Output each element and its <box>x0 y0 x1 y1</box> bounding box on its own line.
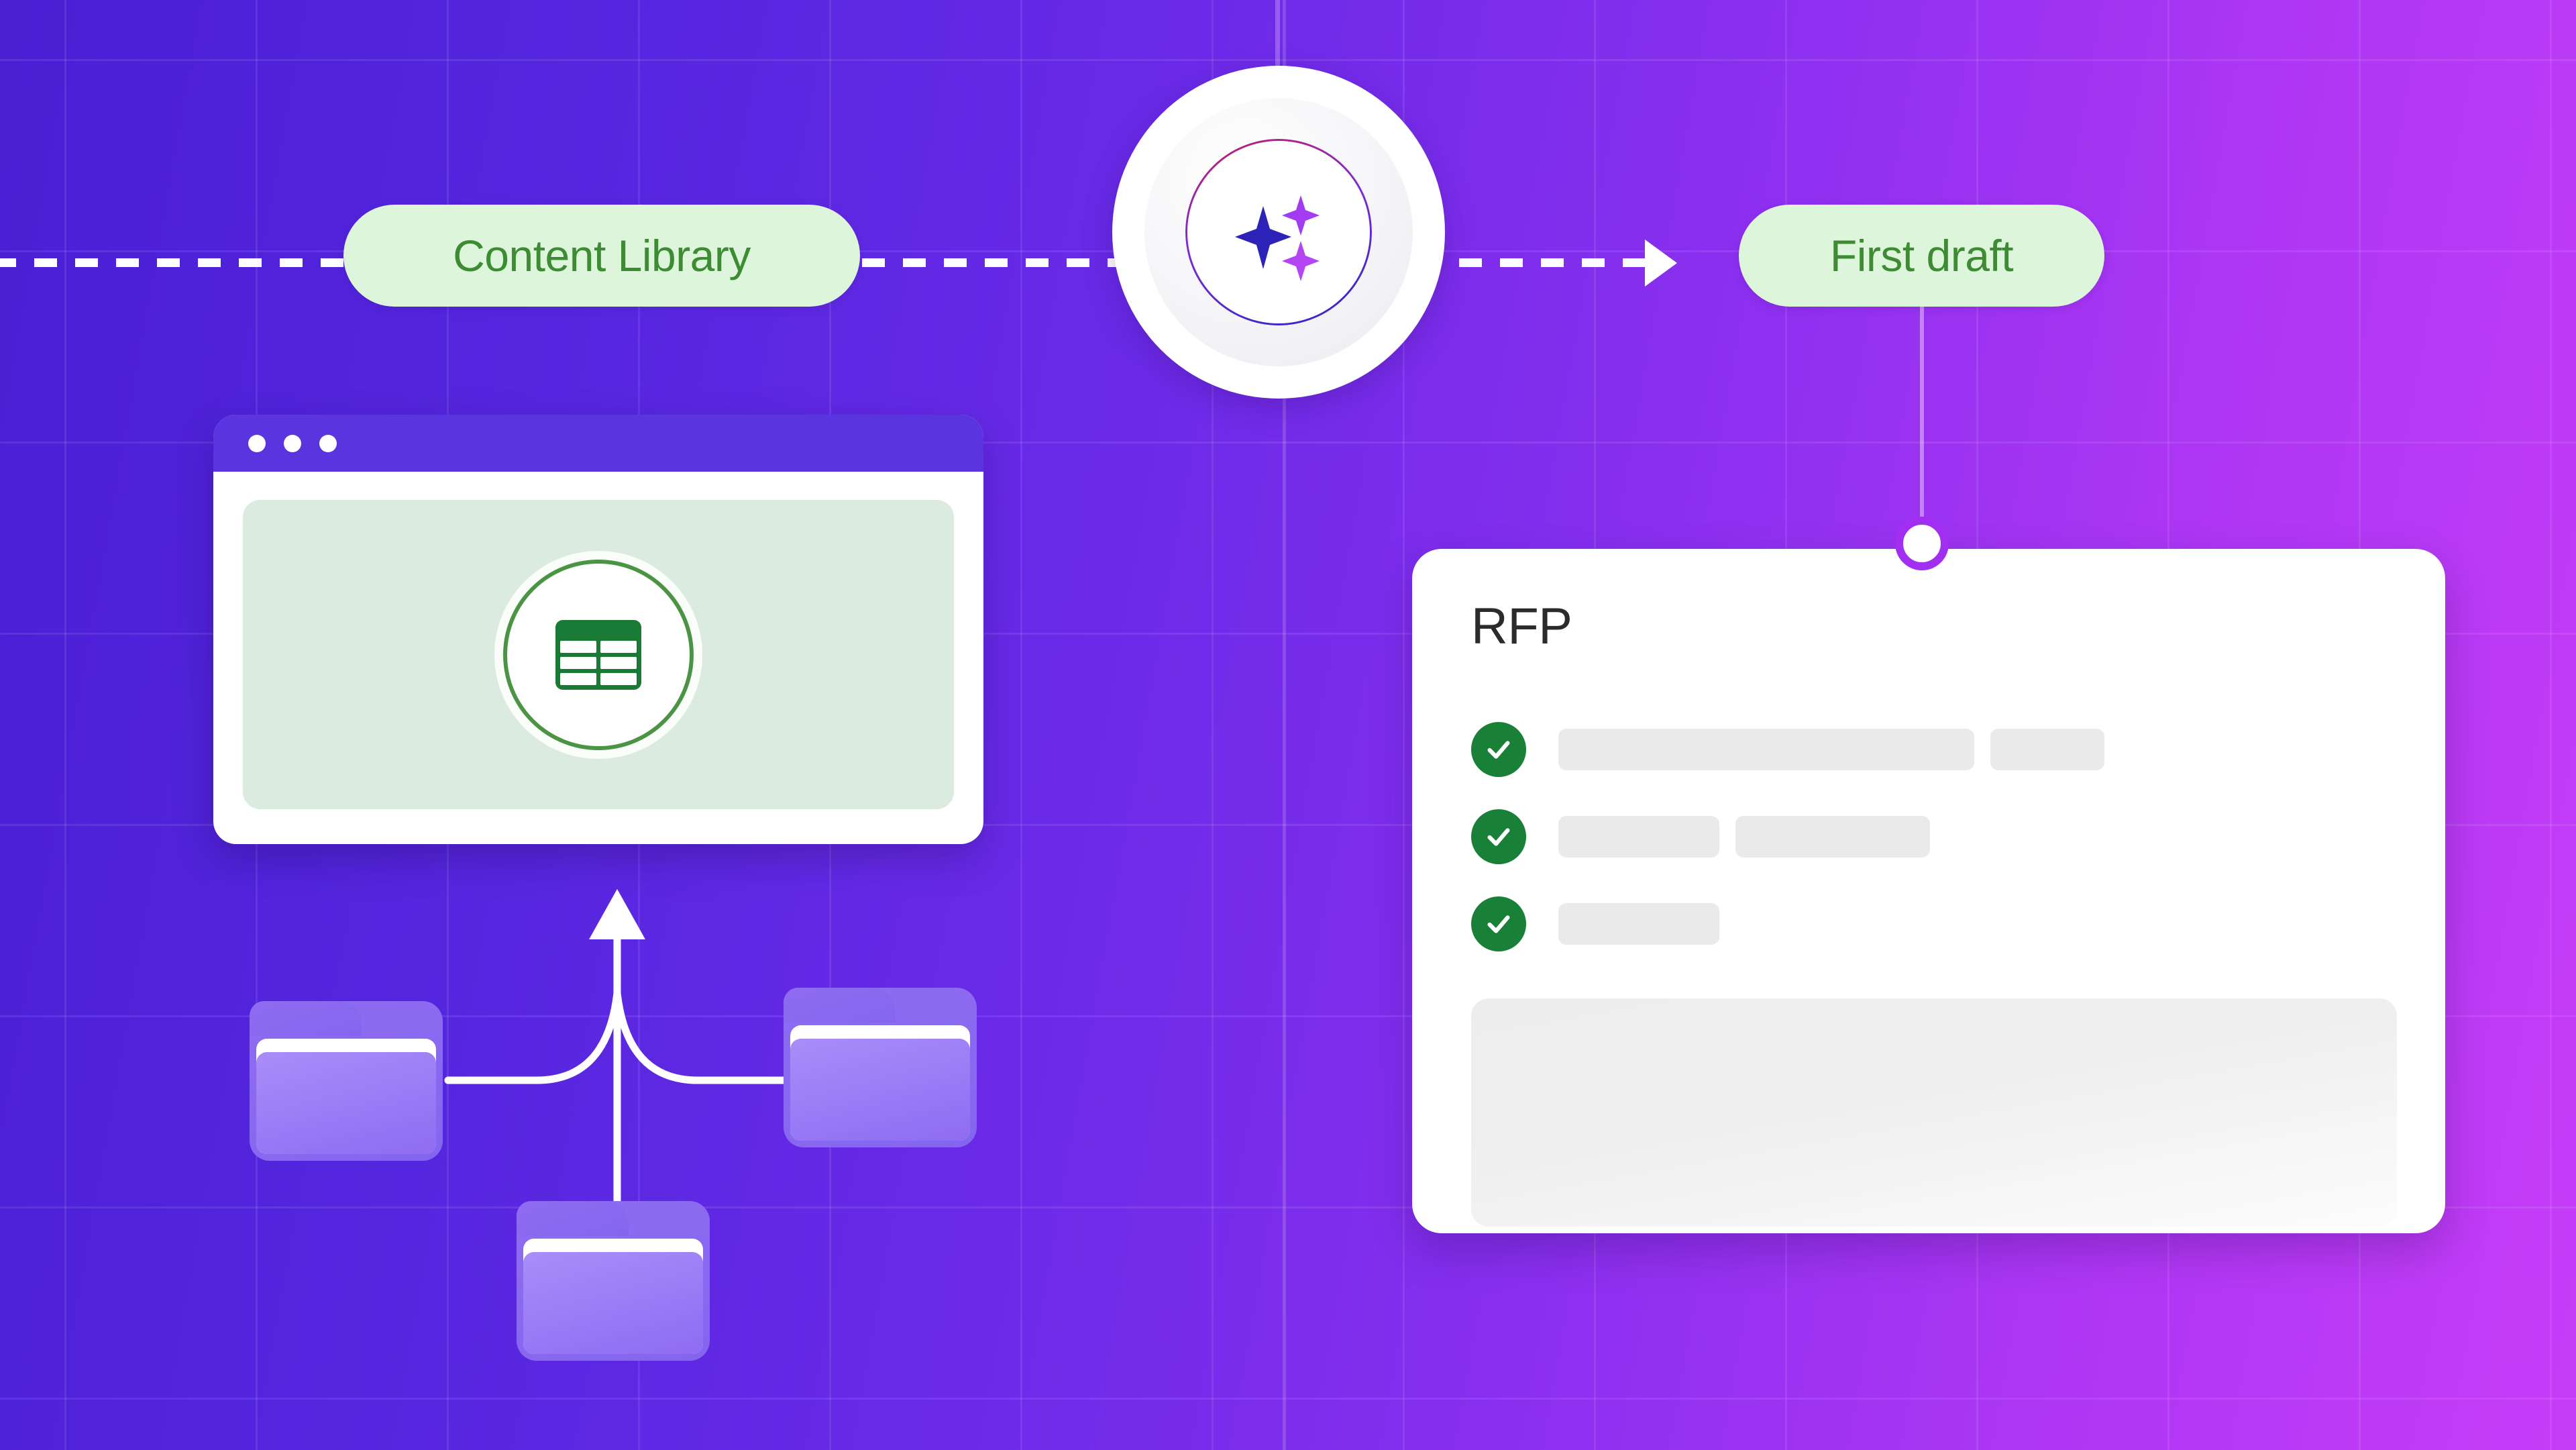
folder-icon[interactable] <box>250 1001 443 1161</box>
spreadsheet-icon-halo <box>494 550 702 759</box>
spreadsheet-row <box>560 656 637 669</box>
spreadsheet-cell <box>600 640 637 653</box>
rfp-skeleton-bars <box>1558 816 1930 858</box>
orb-stem-line <box>1275 0 1280 74</box>
rfp-checklist-row <box>1471 896 2397 951</box>
rfp-checklist-row <box>1471 722 2397 777</box>
draft-card-connector-dot <box>1895 517 1949 570</box>
skeleton-bar <box>1558 729 1974 770</box>
spreadsheet-panel <box>243 500 954 809</box>
flow-connector-dashed-left <box>0 258 356 267</box>
skeleton-bar <box>1735 816 1930 858</box>
pill-first-draft-label: First draft <box>1829 231 2014 280</box>
skeleton-bar <box>1558 816 1719 858</box>
content-library-window[interactable] <box>213 415 983 844</box>
pill-first-draft[interactable]: First draft <box>1739 205 2104 307</box>
draft-card-connector-line <box>1920 307 1924 541</box>
folder-tab <box>250 1001 362 1036</box>
rfp-card-title: RFP <box>1471 598 1572 655</box>
pill-content-library[interactable]: Content Library <box>343 205 860 307</box>
check-icon <box>1471 896 1526 951</box>
rfp-document-card[interactable]: RFP <box>1412 549 2445 1233</box>
background-divider-line <box>1283 0 1286 1450</box>
window-dot-maximize-icon[interactable] <box>319 434 337 452</box>
rfp-checklist <box>1471 722 2397 984</box>
spreadsheet-icon <box>555 619 641 690</box>
spreadsheet-cell <box>560 640 596 653</box>
pill-content-library-label: Content Library <box>453 231 751 280</box>
window-titlebar <box>213 415 983 472</box>
spreadsheet-cell <box>560 656 596 669</box>
folder-front <box>256 1052 436 1154</box>
spreadsheet-cell <box>600 672 637 685</box>
ai-orb-gradient-ring <box>1185 139 1372 325</box>
skeleton-bar <box>1990 729 2104 770</box>
spreadsheet-icon-ring <box>503 559 694 750</box>
window-dot-close-icon[interactable] <box>248 434 266 452</box>
ai-sparkles-icon <box>1235 195 1320 281</box>
folder-front <box>790 1039 970 1141</box>
check-icon <box>1471 722 1526 777</box>
check-icon <box>1471 809 1526 864</box>
content-placeholder-block <box>1471 998 2397 1227</box>
folder-icon[interactable] <box>784 988 977 1147</box>
spreadsheet-cell <box>560 672 596 685</box>
arrow-right-icon <box>1645 240 1677 287</box>
flow-connector-dashed-right <box>1459 258 1654 267</box>
ai-orb[interactable] <box>1112 66 1445 399</box>
window-dot-minimize-icon[interactable] <box>284 434 301 452</box>
rfp-skeleton-bars <box>1558 729 2104 770</box>
folder-tab <box>517 1201 629 1236</box>
rfp-skeleton-bars <box>1558 903 1719 945</box>
rfp-checklist-row <box>1471 809 2397 864</box>
spreadsheet-cell <box>600 656 637 669</box>
ai-orb-inner-disc <box>1144 98 1413 366</box>
flow-connector-dashed-middle <box>862 258 1127 267</box>
folder-tab <box>784 988 896 1023</box>
folder-front <box>523 1252 703 1354</box>
folder-icon[interactable] <box>517 1201 710 1361</box>
skeleton-bar <box>1558 903 1719 945</box>
spreadsheet-row <box>560 672 637 685</box>
spreadsheet-row <box>560 640 637 653</box>
window-body <box>213 472 983 844</box>
